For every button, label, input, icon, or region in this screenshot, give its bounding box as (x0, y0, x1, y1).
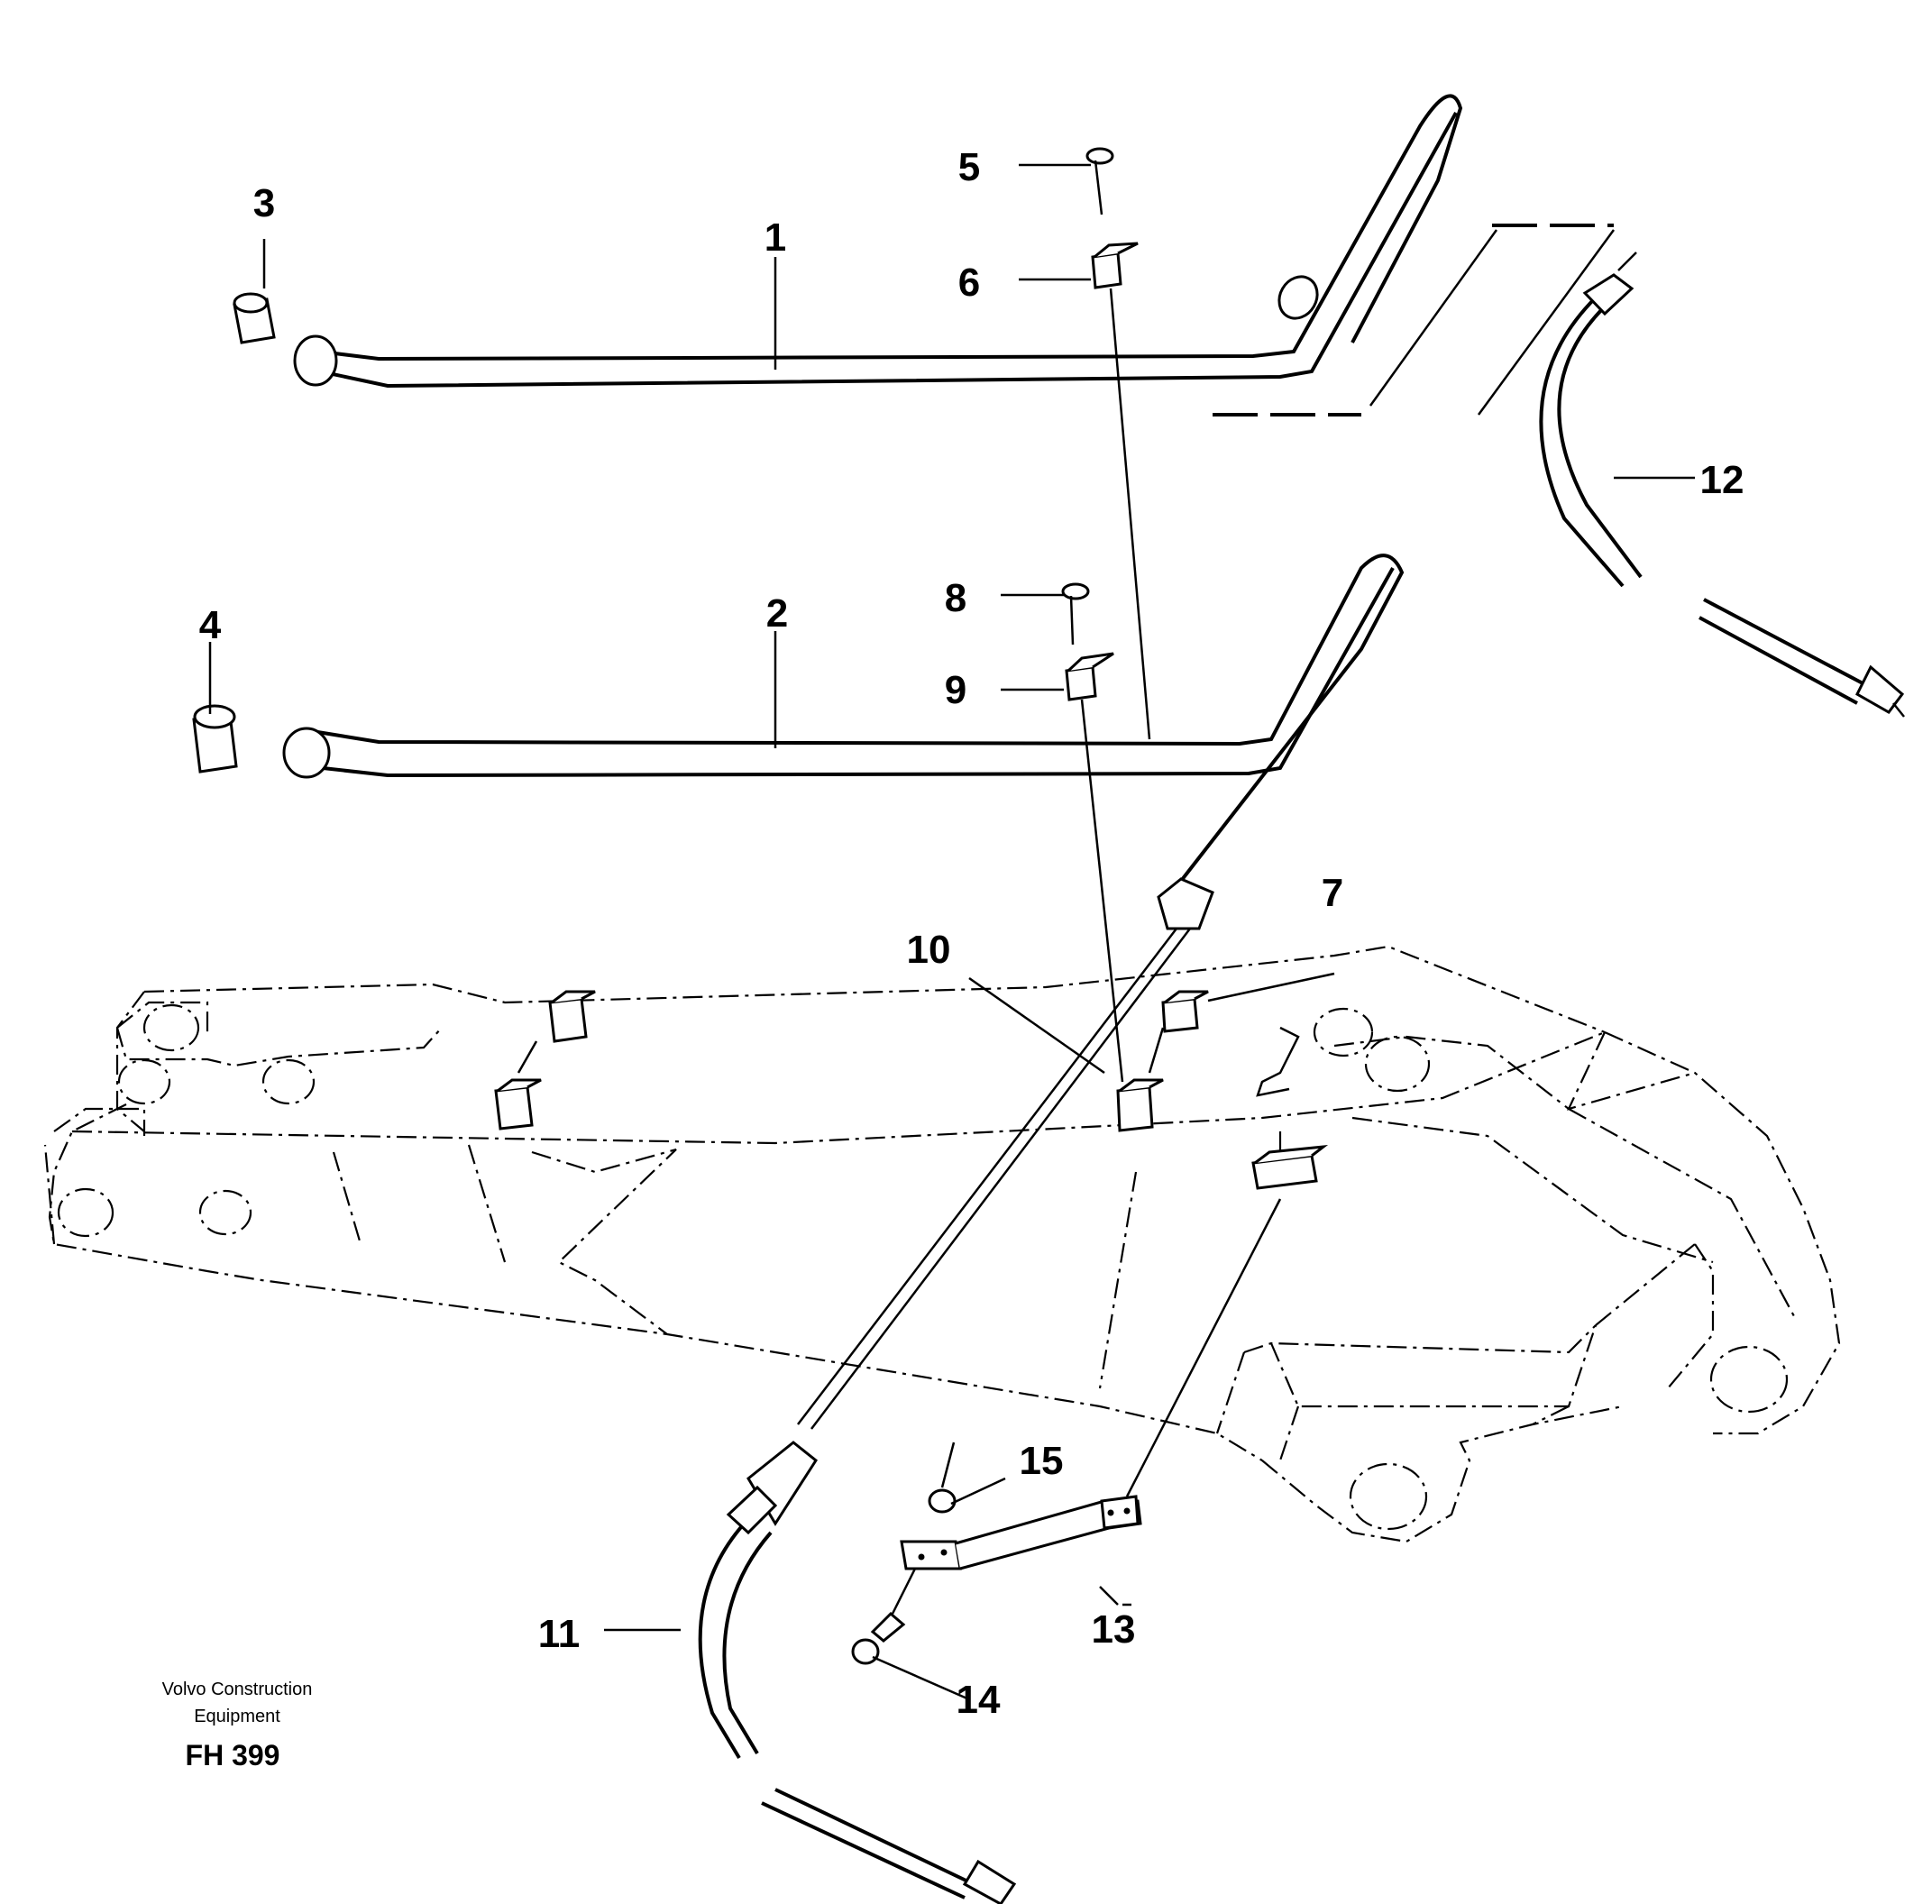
callout-15: 15 (1020, 1439, 1064, 1483)
hose-11 (698, 1441, 1017, 1904)
callout-7: 7 (1322, 871, 1343, 915)
bracket-13 (851, 1198, 1282, 1665)
pipe-2 (192, 554, 1405, 930)
callout-13: 13 (1092, 1607, 1136, 1652)
credit-block: Volvo Construction Equipment FH 399 (162, 1680, 313, 1771)
clamp-set-upper (1085, 147, 1151, 740)
clamp-set-lower (1061, 582, 1124, 1083)
callout-9: 9 (945, 668, 966, 712)
drawing-code: FH 399 (186, 1739, 280, 1771)
callout-1: 1 (765, 215, 786, 260)
leader-lines (208, 163, 1695, 1701)
credit-line-1: Volvo Construction (162, 1680, 313, 1699)
callout-12: 12 (1700, 458, 1744, 502)
boom-outline (43, 945, 1841, 1543)
callout-10: 10 (907, 928, 951, 972)
callout-6: 6 (958, 261, 980, 305)
callout-3: 3 (253, 181, 275, 225)
hose-12 (1539, 252, 1905, 718)
callout-5: 5 (958, 145, 980, 189)
boom-clamp-blocks (494, 990, 1329, 1190)
pipe-2-lower-run-2 (810, 928, 1191, 1430)
pipe-2-lower-run (797, 928, 1177, 1425)
callout-8: 8 (945, 576, 966, 620)
callout-4: 4 (199, 603, 222, 647)
callout-14: 14 (957, 1678, 1001, 1722)
pipe-1 (233, 94, 1463, 389)
callout-2: 2 (766, 591, 788, 636)
callouts: 1 2 3 4 5 6 7 8 9 10 11 12 13 14 15 (199, 145, 1744, 1722)
credit-line-2: Equipment (194, 1707, 280, 1726)
hose-12-routing (1213, 224, 1616, 416)
callout-11: 11 (538, 1612, 581, 1656)
